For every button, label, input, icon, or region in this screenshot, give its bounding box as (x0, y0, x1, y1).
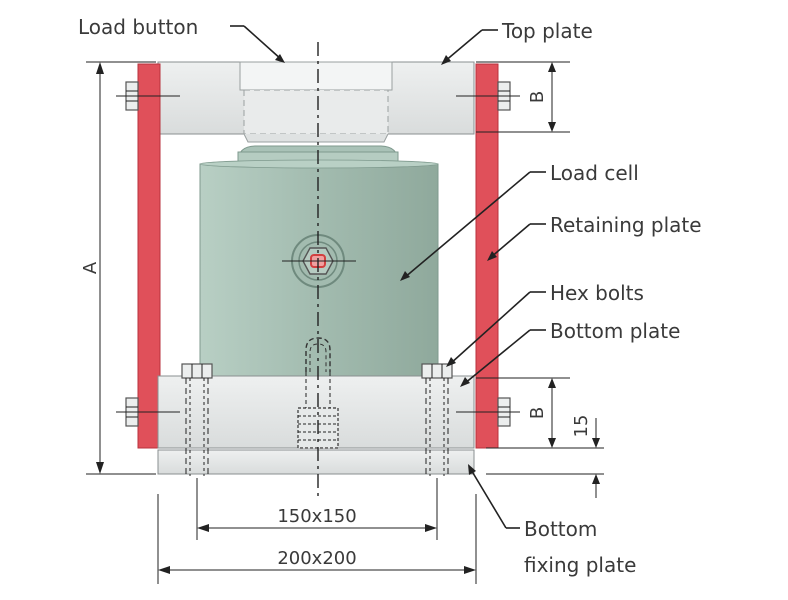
dimension-15-label: 15 (571, 415, 592, 438)
leader-hex-bolts (446, 291, 546, 367)
label-retaining-plate: Retaining plate (550, 213, 702, 237)
dimension-b-bottom (476, 377, 604, 449)
label-bottom-fixing-plate-line1: Bottom (524, 517, 597, 541)
bottom-fixing-plate (157, 449, 475, 475)
leader-top-plate (441, 29, 498, 65)
leader-load-button (230, 25, 285, 63)
side-screw-top-left (116, 81, 180, 111)
label-bottom-plate: Bottom plate (550, 319, 680, 343)
center-bolt (305, 337, 331, 372)
leader-bottom-fixing-plate (468, 464, 520, 529)
dimension-a (86, 61, 156, 475)
dimension-200 (157, 494, 477, 584)
retaining-plate-left (137, 63, 161, 449)
leader-load-cell (400, 171, 546, 281)
side-screw-bottom-right (456, 397, 520, 427)
dimension-200-label: 200x200 (277, 548, 356, 569)
label-load-button: Load button (78, 15, 198, 39)
dimension-b-bottom-label: B (527, 407, 548, 419)
load-button (239, 61, 393, 143)
dimension-150-label: 150x150 (277, 506, 356, 527)
dimension-b-top (476, 61, 570, 133)
dimension-b-top-label: B (527, 91, 548, 103)
label-hex-bolts: Hex bolts (550, 281, 644, 305)
side-screw-top-right (456, 81, 520, 111)
dimension-150 (196, 478, 438, 540)
leader-bottom-plate (460, 329, 546, 387)
dimension-a-label: A (80, 261, 101, 274)
hex-bolt-right (421, 363, 453, 476)
label-bottom-fixing-plate-line2: fixing plate (524, 553, 636, 577)
label-load-cell: Load cell (550, 161, 639, 185)
hex-bolt-left (181, 363, 213, 476)
dimension-15 (486, 418, 604, 498)
label-top-plate: Top plate (501, 19, 593, 43)
leader-retaining-plate (487, 223, 546, 261)
side-screw-bottom-left (116, 397, 180, 427)
